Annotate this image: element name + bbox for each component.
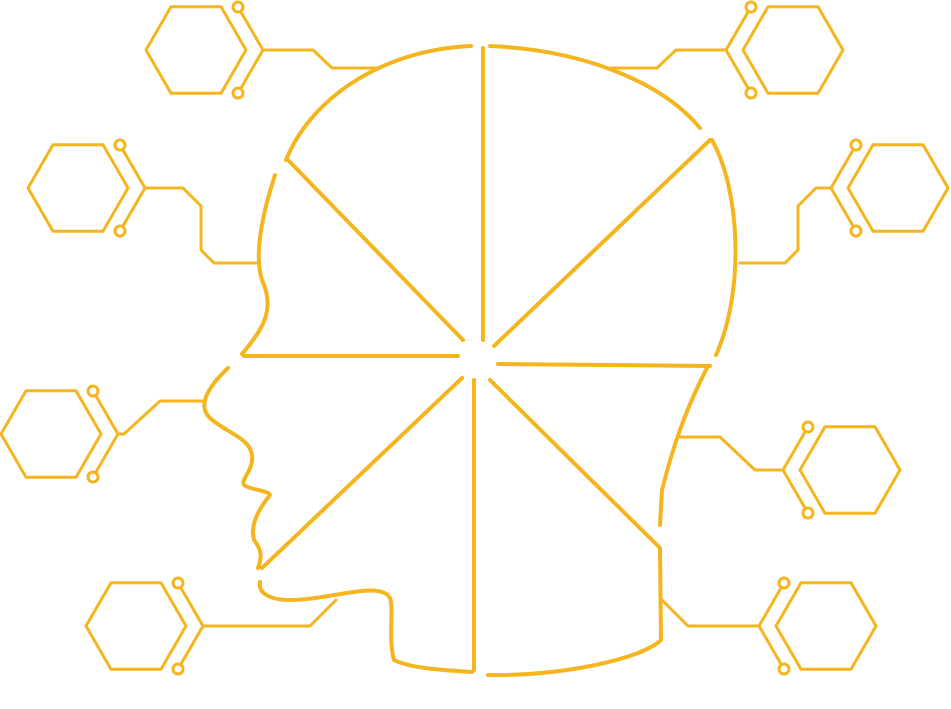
connector-line-bottom-right bbox=[660, 598, 761, 628]
hex-connector-upper-right bbox=[738, 138, 950, 265]
node-dot-top-top-left bbox=[231, 0, 245, 14]
head-outline-neck-lower bbox=[486, 548, 663, 678]
head-outline bbox=[202, 44, 738, 678]
spoke-bottom-left bbox=[260, 376, 464, 570]
hexagon-mid-right bbox=[798, 425, 902, 515]
hex-connector-mid-right bbox=[678, 420, 902, 520]
node-dot-bottom-bottom-left bbox=[171, 662, 185, 676]
node-dot-top-mid-right bbox=[801, 420, 815, 434]
head-outline-bottom-left bbox=[257, 580, 474, 674]
head-outline-forehead bbox=[240, 173, 277, 356]
spoke-top-right bbox=[492, 138, 712, 348]
node-dot-bottom-bottom-right bbox=[777, 662, 791, 676]
hexagon-bottom-left bbox=[84, 581, 188, 671]
head-outline-top-left bbox=[284, 44, 473, 162]
node-dot-bottom-mid-left bbox=[86, 470, 100, 484]
head-outline-face bbox=[202, 366, 272, 570]
hex-connector-upper-left bbox=[26, 138, 260, 265]
hex-connector-mid-left bbox=[0, 384, 205, 484]
hex-connector-bottom-left bbox=[84, 576, 338, 676]
node-dot-top-upper-left bbox=[113, 138, 127, 152]
head-outline-top-right bbox=[488, 44, 702, 130]
hexagon-top-right bbox=[741, 5, 845, 95]
head-outline-back bbox=[710, 138, 738, 357]
node-dot-top-bottom-left bbox=[171, 576, 185, 590]
head-outline-neck-back bbox=[658, 364, 710, 527]
hexagon-upper-left bbox=[26, 143, 130, 233]
hexagon-bottom-right bbox=[774, 581, 878, 671]
node-dot-bottom-mid-right bbox=[801, 506, 815, 520]
node-dot-bottom-top-left bbox=[231, 86, 245, 100]
connector-line-mid-right bbox=[678, 435, 785, 472]
connector-line-upper-right bbox=[738, 186, 833, 265]
node-dot-top-mid-left bbox=[86, 384, 100, 398]
connector-line-top-right bbox=[608, 48, 728, 70]
node-dot-bottom-upper-left bbox=[113, 224, 127, 238]
connector-line-upper-left bbox=[143, 186, 260, 265]
head-segment-spokes bbox=[242, 46, 712, 672]
spoke-top-left bbox=[286, 158, 465, 342]
hexagon-connectors bbox=[0, 0, 950, 676]
connector-line-bottom-left bbox=[201, 598, 338, 628]
node-dot-top-top-right bbox=[744, 0, 758, 14]
node-dot-top-upper-right bbox=[849, 138, 863, 152]
spoke-horizontal-right bbox=[496, 362, 712, 368]
hex-connector-top-left bbox=[144, 0, 382, 100]
hexagon-mid-left bbox=[0, 389, 103, 479]
node-dot-bottom-upper-right bbox=[849, 224, 863, 238]
connector-line-top-left bbox=[261, 48, 382, 70]
spoke-bottom-right bbox=[488, 378, 662, 550]
node-dot-bottom-top-right bbox=[744, 86, 758, 100]
connector-line-mid-left bbox=[116, 399, 205, 436]
hexagon-top-left bbox=[144, 5, 248, 95]
hex-connector-bottom-right bbox=[660, 576, 878, 676]
hex-connector-top-right bbox=[608, 0, 845, 100]
node-dot-top-bottom-right bbox=[777, 576, 791, 590]
hexagon-upper-right bbox=[846, 143, 950, 233]
